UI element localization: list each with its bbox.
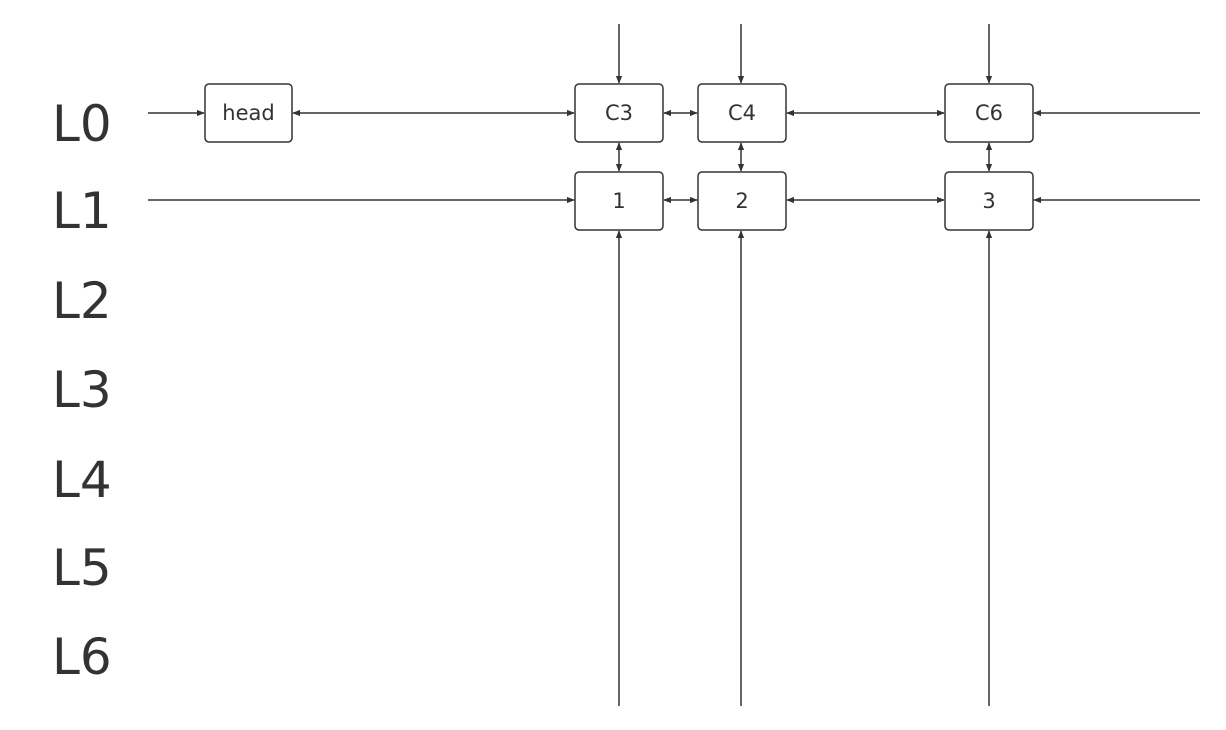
node-3: 3 <box>944 171 1034 231</box>
level-label-l5: L5 <box>52 539 112 597</box>
node-c6-label: C6 <box>975 101 1003 125</box>
level-label-l2: L2 <box>52 272 112 330</box>
node-3-label: 3 <box>982 189 995 213</box>
node-c3: C3 <box>574 83 664 143</box>
level-label-l0: L0 <box>52 95 112 153</box>
node-c4: C4 <box>697 83 787 143</box>
level-label-l3: L3 <box>52 361 112 419</box>
node-head: head <box>204 83 293 143</box>
node-2: 2 <box>697 171 787 231</box>
node-c4-label: C4 <box>728 101 756 125</box>
node-1-label: 1 <box>612 189 625 213</box>
level-label-l1: L1 <box>52 182 112 240</box>
node-c6: C6 <box>944 83 1034 143</box>
node-c3-label: C3 <box>605 101 633 125</box>
node-2-label: 2 <box>735 189 748 213</box>
level-label-l4: L4 <box>52 451 112 509</box>
level-label-l6: L6 <box>52 628 112 686</box>
node-1: 1 <box>574 171 664 231</box>
node-head-label: head <box>222 101 274 125</box>
